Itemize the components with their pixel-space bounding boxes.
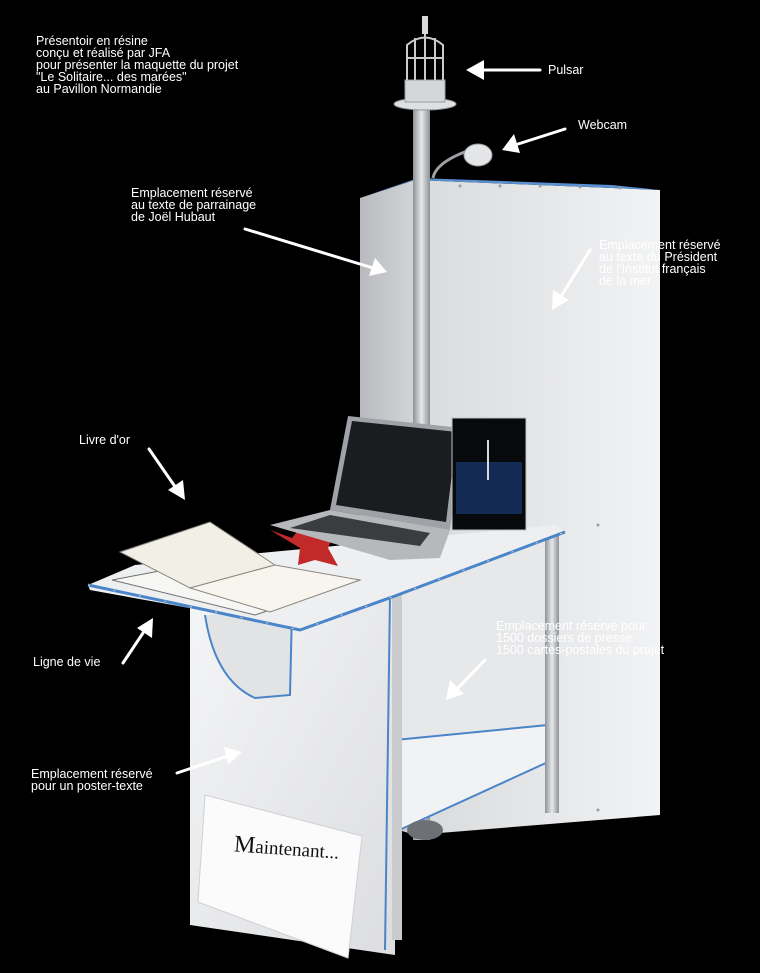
hubaut-arrow bbox=[243, 227, 387, 276]
poster-label: Emplacement réservé pour un poster-texte bbox=[31, 767, 153, 793]
webcam-device bbox=[431, 143, 493, 179]
guestbook bbox=[111, 521, 362, 616]
livre-label: Livre d'or bbox=[79, 433, 131, 447]
sign-sheet bbox=[197, 794, 363, 959]
brochure-stand bbox=[451, 417, 527, 531]
pulsar-lantern bbox=[393, 16, 457, 111]
dossiers-label: Emplacement réservé pour 1500 dossiers d… bbox=[496, 619, 665, 657]
pulsar-arrow bbox=[466, 60, 542, 80]
webcam-arrow bbox=[502, 127, 567, 153]
annotation-arrows bbox=[121, 60, 592, 775]
webcam-label: Webcam bbox=[578, 118, 628, 132]
pulsar-label: Pulsar bbox=[548, 63, 584, 77]
intro-caption: Présentoir en résine conçu et réalisé pa… bbox=[36, 34, 239, 96]
poster-arrow bbox=[175, 747, 242, 775]
livre-arrow bbox=[147, 447, 185, 500]
laptop bbox=[270, 416, 462, 560]
ligne-arrow bbox=[121, 618, 153, 665]
dossiers-arrow bbox=[446, 658, 487, 700]
hubaut-label: Emplacement réservé au texte de parraina… bbox=[131, 186, 257, 224]
president-arrow bbox=[552, 248, 592, 310]
ligne-label: Ligne de vie bbox=[33, 655, 101, 669]
president-label: Emplacement réservé au texte du Présiden… bbox=[599, 238, 721, 288]
